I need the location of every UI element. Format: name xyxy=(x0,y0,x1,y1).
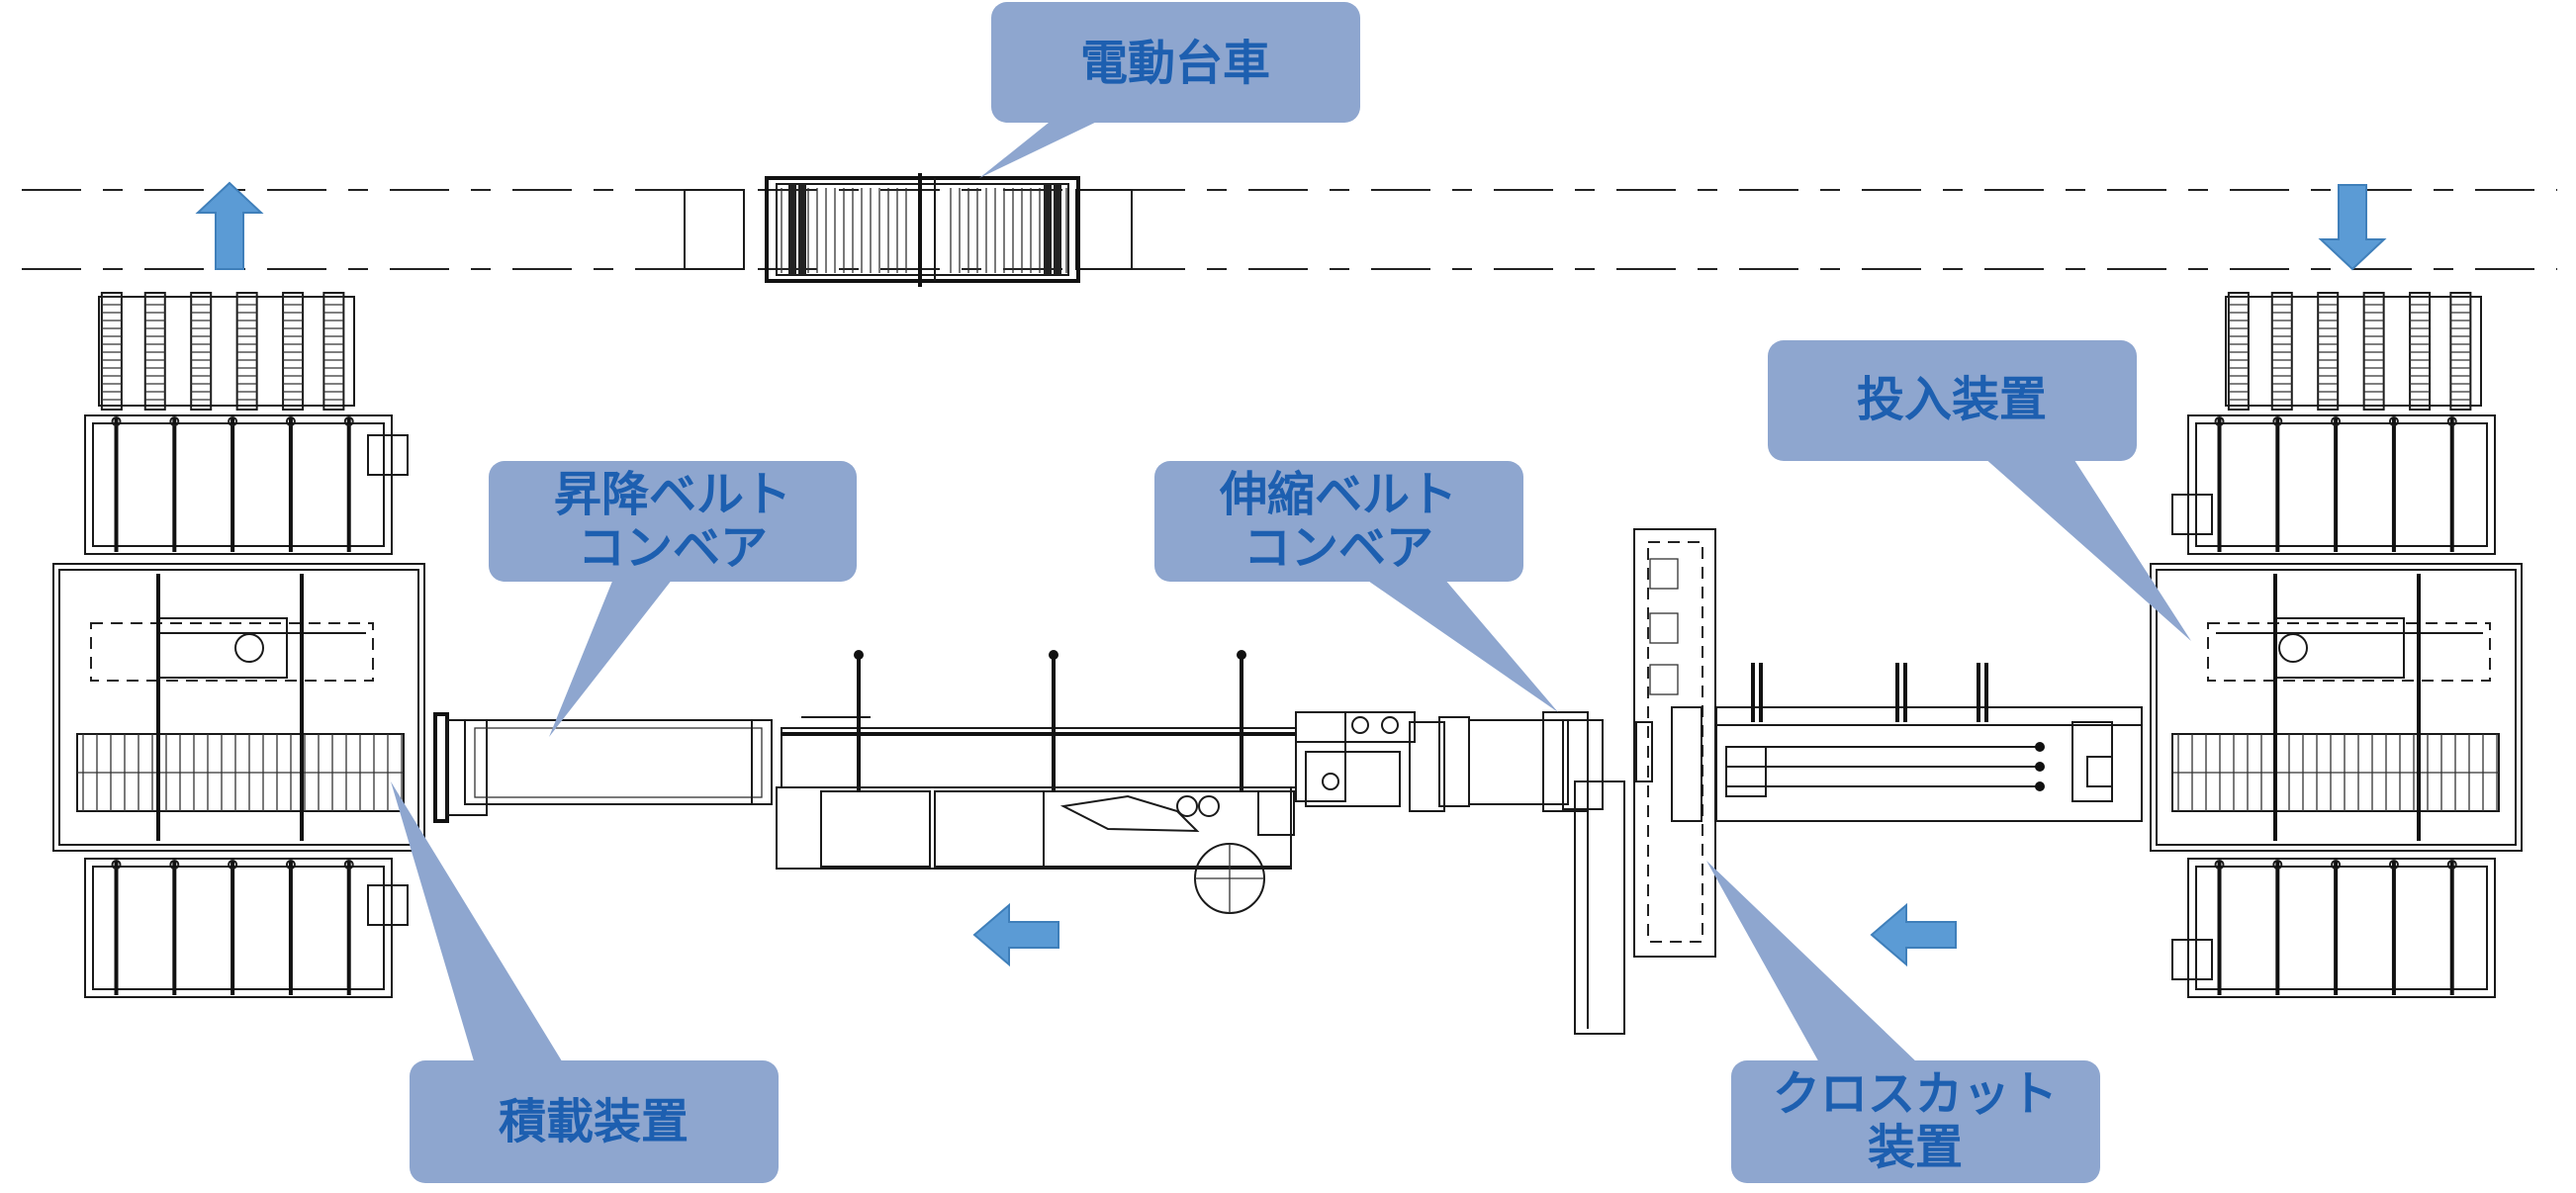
left-arrow-center xyxy=(972,902,1059,967)
callout-electric-cart: 電動台車 xyxy=(979,2,1360,178)
callout-cross-cut-device: クロスカット 装置 xyxy=(1706,861,2100,1183)
loading-station xyxy=(52,292,425,998)
left-arrow-right xyxy=(1870,902,1957,967)
svg-text:コンベア: コンベア xyxy=(578,520,768,576)
electric-cart xyxy=(684,173,1133,287)
feeding-station xyxy=(2150,292,2523,998)
callout-lifting-belt-conveyor: 昇降ベルト コンベア xyxy=(489,461,857,737)
rail-track xyxy=(22,189,2557,270)
svg-text:装置: 装置 xyxy=(1868,1120,1963,1175)
svg-text:投入装置: 投入装置 xyxy=(1857,372,2047,427)
svg-text:昇降ベルト: 昇降ベルト xyxy=(554,467,791,522)
callout-loading-device: 積載装置 xyxy=(391,781,779,1183)
lifting-belt-conveyor xyxy=(433,712,773,823)
down-arrow xyxy=(2318,184,2387,271)
telescopic-belt-conveyor xyxy=(1468,711,1625,1035)
svg-text:クロスカット: クロスカット xyxy=(1773,1066,2058,1122)
callout-telescopic-belt-conveyor: 伸縮ベルト コンベア xyxy=(1154,461,1558,712)
middle-conveyor-unit xyxy=(776,650,1470,914)
cross-cut-device xyxy=(1633,528,1716,958)
svg-text:電動台車: 電動台車 xyxy=(1080,36,1270,91)
infeed-conveyor xyxy=(1715,663,2143,822)
svg-text:伸縮ベルト: 伸縮ベルト xyxy=(1219,467,1457,522)
callout-feeding-device: 投入装置 xyxy=(1768,340,2191,641)
svg-text:積載装置: 積載装置 xyxy=(499,1094,689,1149)
up-arrow xyxy=(195,181,264,270)
svg-text:コンベア: コンベア xyxy=(1243,520,1433,576)
